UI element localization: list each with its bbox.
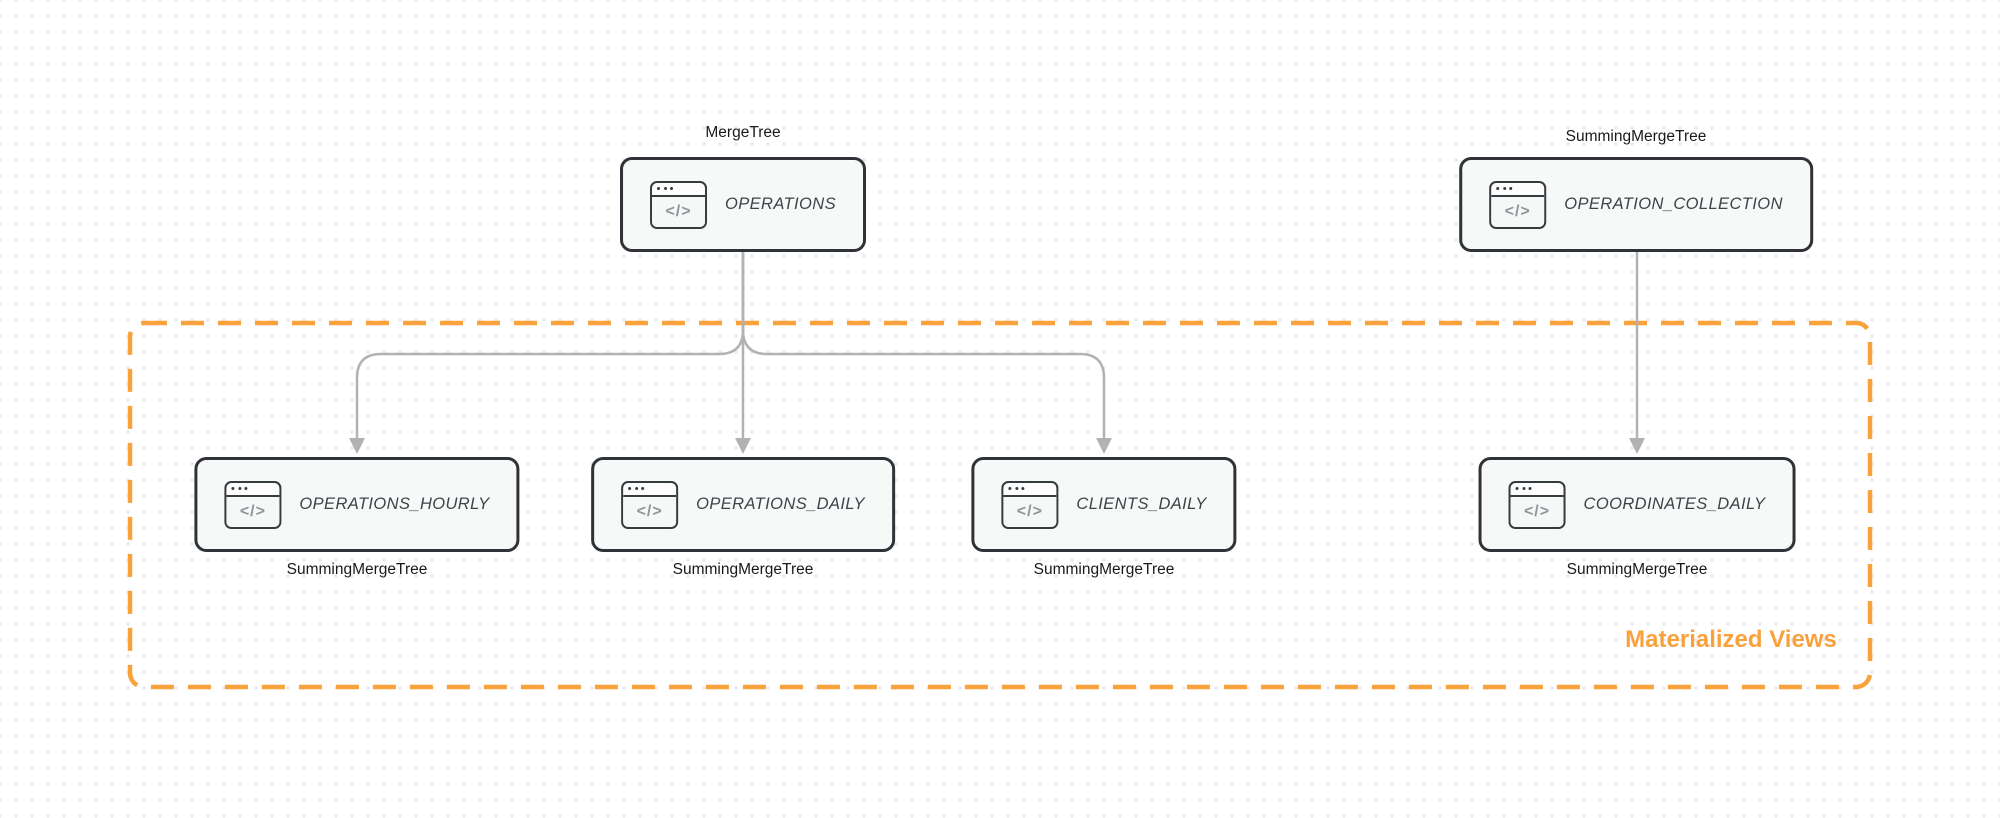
code-window-icon: </> bbox=[1489, 180, 1547, 229]
code-window-icon: </> bbox=[1508, 480, 1566, 529]
code-glyph: </> bbox=[1491, 196, 1545, 227]
materialized-views-group-border bbox=[127, 320, 1873, 690]
node-name: OPERATION_COLLECTION bbox=[1564, 195, 1783, 213]
node-name: CLIENTS_DAILY bbox=[1076, 495, 1207, 513]
node-operations: </> OPERATIONS bbox=[620, 157, 866, 252]
edge-operations-to-operations-hourly bbox=[355, 252, 745, 440]
edge-operations-to-clients-daily bbox=[741, 252, 1106, 440]
code-window-icon: </> bbox=[1001, 480, 1059, 529]
window-dots bbox=[226, 483, 280, 497]
code-glyph: </> bbox=[226, 496, 280, 527]
node-operations-hourly: </> OPERATIONS_HOURLY bbox=[194, 457, 520, 552]
materialized-views-caption: Materialized Views bbox=[1625, 626, 1837, 653]
code-window-icon: </> bbox=[621, 480, 679, 529]
code-glyph: </> bbox=[652, 196, 706, 227]
engine-label-clients-daily: SummingMergeTree bbox=[1033, 561, 1175, 578]
arrowhead-operations-daily bbox=[735, 438, 751, 454]
window-dots bbox=[652, 183, 706, 197]
engine-label-operation-collection: SummingMergeTree bbox=[1565, 128, 1707, 145]
code-glyph: </> bbox=[1510, 496, 1564, 527]
node-name: COORDINATES_DAILY bbox=[1583, 495, 1766, 513]
window-dots bbox=[1003, 483, 1057, 497]
node-operations-daily: </> OPERATIONS_DAILY bbox=[591, 457, 895, 552]
window-dots bbox=[1491, 183, 1545, 197]
node-name: OPERATIONS bbox=[725, 195, 836, 213]
node-operation-collection: </> OPERATION_COLLECTION bbox=[1459, 157, 1813, 252]
arrowhead-operations-hourly bbox=[349, 438, 365, 454]
node-coordinates-daily: </> COORDINATES_DAILY bbox=[1478, 457, 1796, 552]
code-glyph: </> bbox=[1003, 496, 1057, 527]
node-name: OPERATIONS_DAILY bbox=[696, 495, 865, 513]
engine-label-operations: MergeTree bbox=[705, 124, 781, 141]
code-glyph: </> bbox=[623, 496, 677, 527]
engine-label-operations-hourly: SummingMergeTree bbox=[286, 561, 428, 578]
node-clients-daily: </> CLIENTS_DAILY bbox=[971, 457, 1237, 552]
engine-label-operations-daily: SummingMergeTree bbox=[672, 561, 814, 578]
node-name: OPERATIONS_HOURLY bbox=[299, 495, 490, 513]
window-dots bbox=[623, 483, 677, 497]
code-window-icon: </> bbox=[650, 180, 708, 229]
arrowhead-clients-daily bbox=[1096, 438, 1112, 454]
engine-label-coordinates-daily: SummingMergeTree bbox=[1566, 561, 1708, 578]
code-window-icon: </> bbox=[224, 480, 282, 529]
arrowhead-coordinates-daily bbox=[1629, 438, 1645, 454]
window-dots bbox=[1510, 483, 1564, 497]
